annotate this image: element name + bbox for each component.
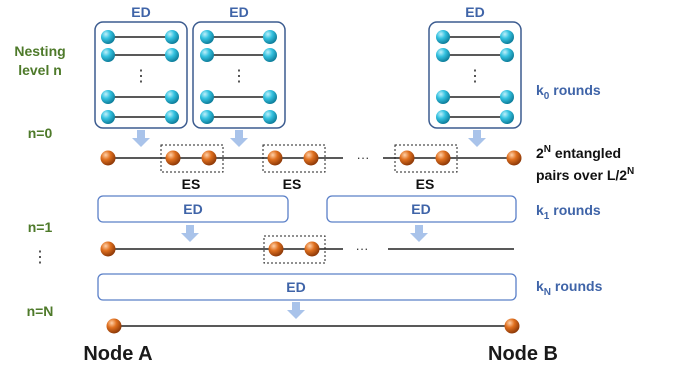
down-arrow-icon [132, 130, 150, 147]
cyan-qubit [200, 30, 214, 44]
vertical-ellipsis: ⋮ [467, 68, 483, 85]
nesting-label-line2: level n [18, 62, 62, 78]
cyan-qubit [165, 90, 179, 104]
cyan-qubit [263, 110, 277, 124]
cyan-qubit [436, 30, 450, 44]
horizontal-ellipsis: ··· [357, 150, 370, 165]
ed-box-2: ED ⋮ [192, 4, 286, 129]
es-box [394, 144, 458, 173]
ed-bars-level-1: ED ED [97, 195, 517, 223]
chain-level-N [106, 318, 520, 334]
cyan-qubit [200, 110, 214, 124]
vertical-ellipsis: ⋮ [133, 68, 149, 85]
ed-box-3-label: ED [465, 4, 484, 20]
chain-level-1: ··· [100, 235, 514, 264]
cyan-qubit [500, 110, 514, 124]
orange-qubit [201, 150, 217, 166]
horizontal-ellipsis: ··· [356, 241, 369, 256]
orange-qubit [304, 241, 320, 257]
orange-qubit [435, 150, 451, 166]
ed-box-1: ED ⋮ [94, 4, 188, 129]
cyan-qubit [165, 110, 179, 124]
level-nN-label: n=N [27, 303, 54, 319]
orange-qubit [268, 241, 284, 257]
orange-qubit [399, 150, 415, 166]
ed-bar-label: ED [183, 201, 202, 217]
chain-level-0: ··· ES ES ES [100, 144, 522, 192]
es-label: ES [283, 176, 302, 192]
orange-qubit [504, 318, 520, 334]
cyan-qubit [263, 48, 277, 62]
pairs-label-line2: pairs over L/2N [536, 166, 634, 183]
vertical-ellipsis: ⋮ [231, 68, 247, 85]
cyan-qubit [436, 48, 450, 62]
k0-rounds-label: k0 rounds [536, 82, 601, 102]
cyan-qubit [500, 48, 514, 62]
es-box [160, 144, 224, 173]
orange-qubit [100, 241, 116, 257]
right-labels: k0 rounds 2N entangled pairs over L/2N k… [536, 82, 634, 298]
cyan-qubit [436, 90, 450, 104]
level-n0-label: n=0 [28, 125, 53, 141]
ed-box-2-label: ED [229, 4, 248, 20]
down-arrow-icon [230, 130, 248, 147]
k1-rounds-label: k1 rounds [536, 202, 601, 222]
cyan-qubit [500, 30, 514, 44]
cyan-qubit [165, 30, 179, 44]
orange-qubit [100, 150, 116, 166]
down-arrow-icon [410, 225, 428, 242]
cyan-qubit [200, 90, 214, 104]
cyan-qubit [101, 110, 115, 124]
ed-bar-label: ED [286, 279, 305, 295]
es-box [262, 144, 326, 173]
cyan-qubit [165, 48, 179, 62]
pairs-label-line1: 2N entangled [536, 144, 621, 161]
down-arrow-icon [468, 130, 486, 147]
orange-qubit [303, 150, 319, 166]
cyan-qubit [101, 48, 115, 62]
es-label: ES [416, 176, 435, 192]
cyan-qubit [436, 110, 450, 124]
cyan-qubit [101, 30, 115, 44]
cyan-qubit [263, 90, 277, 104]
orange-qubit [506, 150, 522, 166]
cyan-qubit [101, 90, 115, 104]
ed-bar-level-N: ED [97, 273, 517, 301]
nesting-label-line1: Nesting [14, 43, 65, 59]
down-arrow-icon [181, 225, 199, 242]
ed-box-3: ED ⋮ [428, 4, 522, 129]
level-n1-label: n=1 [28, 219, 53, 235]
cyan-qubit [263, 30, 277, 44]
cyan-qubit [200, 48, 214, 62]
orange-qubit [267, 150, 283, 166]
left-labels: Nesting level n n=0 n=1 ⋮ n=N [14, 43, 65, 319]
down-arrows-level-1 [181, 225, 428, 242]
node-b-label: Node B [488, 343, 558, 365]
down-arrows-level-N [287, 302, 305, 319]
ed-box-1-label: ED [131, 4, 150, 20]
kN-rounds-label: kN rounds [536, 278, 603, 298]
node-a-label: Node A [83, 343, 152, 365]
level-vdots: ⋮ [32, 249, 48, 266]
cyan-qubit [500, 90, 514, 104]
es-label: ES [182, 176, 201, 192]
orange-qubit [165, 150, 181, 166]
down-arrows-top [132, 130, 486, 147]
down-arrow-icon [287, 302, 305, 319]
orange-qubit [106, 318, 122, 334]
ed-bar-label: ED [411, 201, 430, 217]
